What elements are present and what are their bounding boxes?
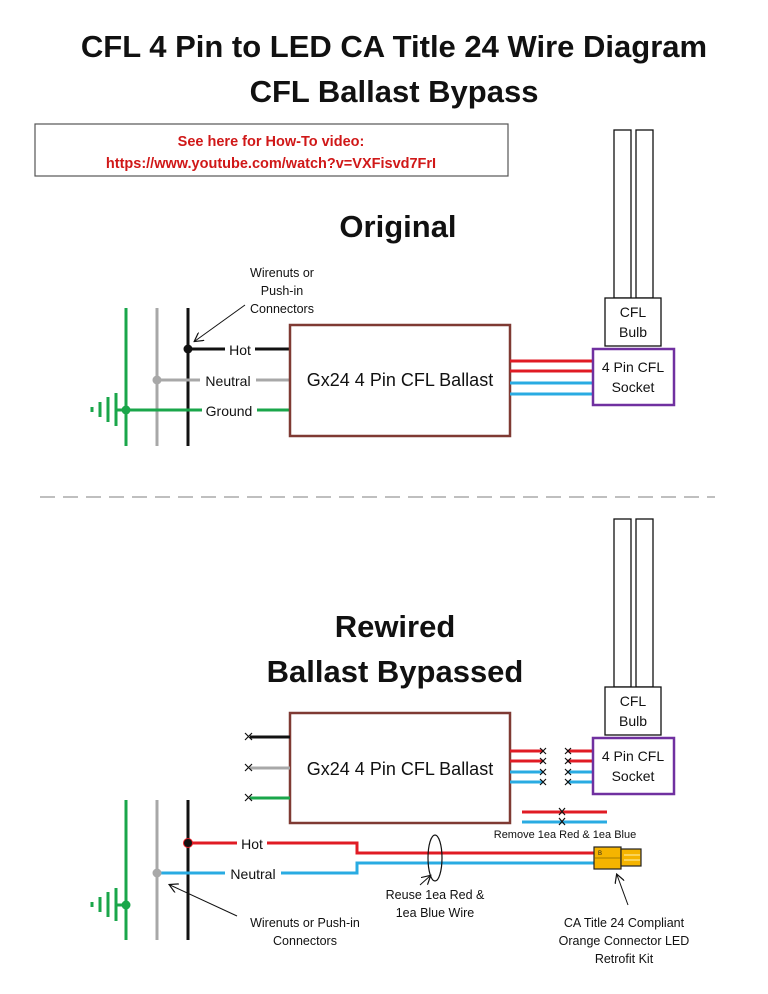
connectors-note-1: Wirenuts or xyxy=(250,266,314,280)
rewired-neutral-wire xyxy=(157,861,598,875)
rewired-hot-wire xyxy=(188,841,598,855)
hot-label: Hot xyxy=(229,342,251,358)
connectors-arrow xyxy=(195,304,246,341)
rewired-heading-line1: Rewired xyxy=(335,609,456,644)
remove-note: Remove 1ea Red & 1ea Blue xyxy=(494,829,636,841)
bulb-tube-right xyxy=(635,129,654,299)
neutral-label: Neutral xyxy=(205,373,250,389)
video-box-line1: See here for How-To video: xyxy=(178,134,365,150)
kit-note-1: CA Title 24 Compliant xyxy=(564,916,685,930)
reuse-note-2: 1ea Blue Wire xyxy=(396,906,475,920)
reuse-note-1: Reuse 1ea Red & xyxy=(386,888,485,902)
ground-symbol-icon xyxy=(90,888,126,921)
ground-symbol-icon xyxy=(90,393,126,426)
rewired-ballast: Gx24 4 Pin CFL Ballast xyxy=(288,711,512,825)
ground-label: Ground xyxy=(206,403,253,419)
connectors-note-3: Connectors xyxy=(250,302,314,316)
video-link[interactable]: https://www.youtube.com/watch?v=VXFisvd7… xyxy=(106,156,436,172)
orange-connector: B xyxy=(593,846,642,870)
rewired-socket: 4 Pin CFL Socket xyxy=(591,736,676,796)
socket-label-2: Socket xyxy=(612,768,655,784)
connector-letter: B xyxy=(598,851,602,857)
rewired-cfl-bulb: CFL Bulb xyxy=(604,518,662,736)
bulb-tube-left xyxy=(613,129,632,299)
socket-label-2: Socket xyxy=(612,379,655,395)
lower-connectors-note-2: Connectors xyxy=(273,934,337,948)
bulb-label-1: CFL xyxy=(620,693,647,709)
page-title-line2: CFL Ballast Bypass xyxy=(250,74,539,109)
lower-connectors-note-1: Wirenuts or Push-in xyxy=(250,916,360,930)
bulb-base xyxy=(604,297,662,347)
bulb-label-2: Bulb xyxy=(619,713,647,729)
connectors-note-2: Push-in xyxy=(261,284,303,298)
neutral-junction xyxy=(152,375,162,385)
cut-marks-left xyxy=(244,732,253,802)
kit-note-2: Orange Connector LED xyxy=(559,934,690,948)
video-link-box[interactable]: See here for How-To video: https://www.y… xyxy=(34,123,509,177)
kit-note-3: Retrofit Kit xyxy=(595,952,654,966)
hot-label: Hot xyxy=(241,836,263,852)
original-ballast: Gx24 4 Pin CFL Ballast xyxy=(288,323,512,438)
cut-marks-right xyxy=(539,747,572,786)
ground-junction xyxy=(121,405,131,415)
bulb-label-1: CFL xyxy=(620,304,647,320)
socket-label-1: 4 Pin CFL xyxy=(602,748,664,764)
page-title-line1: CFL 4 Pin to LED CA Title 24 Wire Diagra… xyxy=(81,29,707,64)
hot-junction xyxy=(183,344,193,354)
original-cfl-bulb: CFL Bulb xyxy=(604,129,662,347)
ballast-label: Gx24 4 Pin CFL Ballast xyxy=(307,370,493,390)
neutral-label: Neutral xyxy=(230,866,275,882)
ballast-label: Gx24 4 Pin CFL Ballast xyxy=(307,759,493,779)
socket-label-1: 4 Pin CFL xyxy=(602,359,664,375)
bulb-label-2: Bulb xyxy=(619,324,647,340)
reuse-wire-ellipse xyxy=(427,834,443,882)
rewired-heading-line2: Ballast Bypassed xyxy=(267,654,524,689)
original-heading: Original xyxy=(339,209,456,244)
original-socket: 4 Pin CFL Socket xyxy=(591,347,676,407)
